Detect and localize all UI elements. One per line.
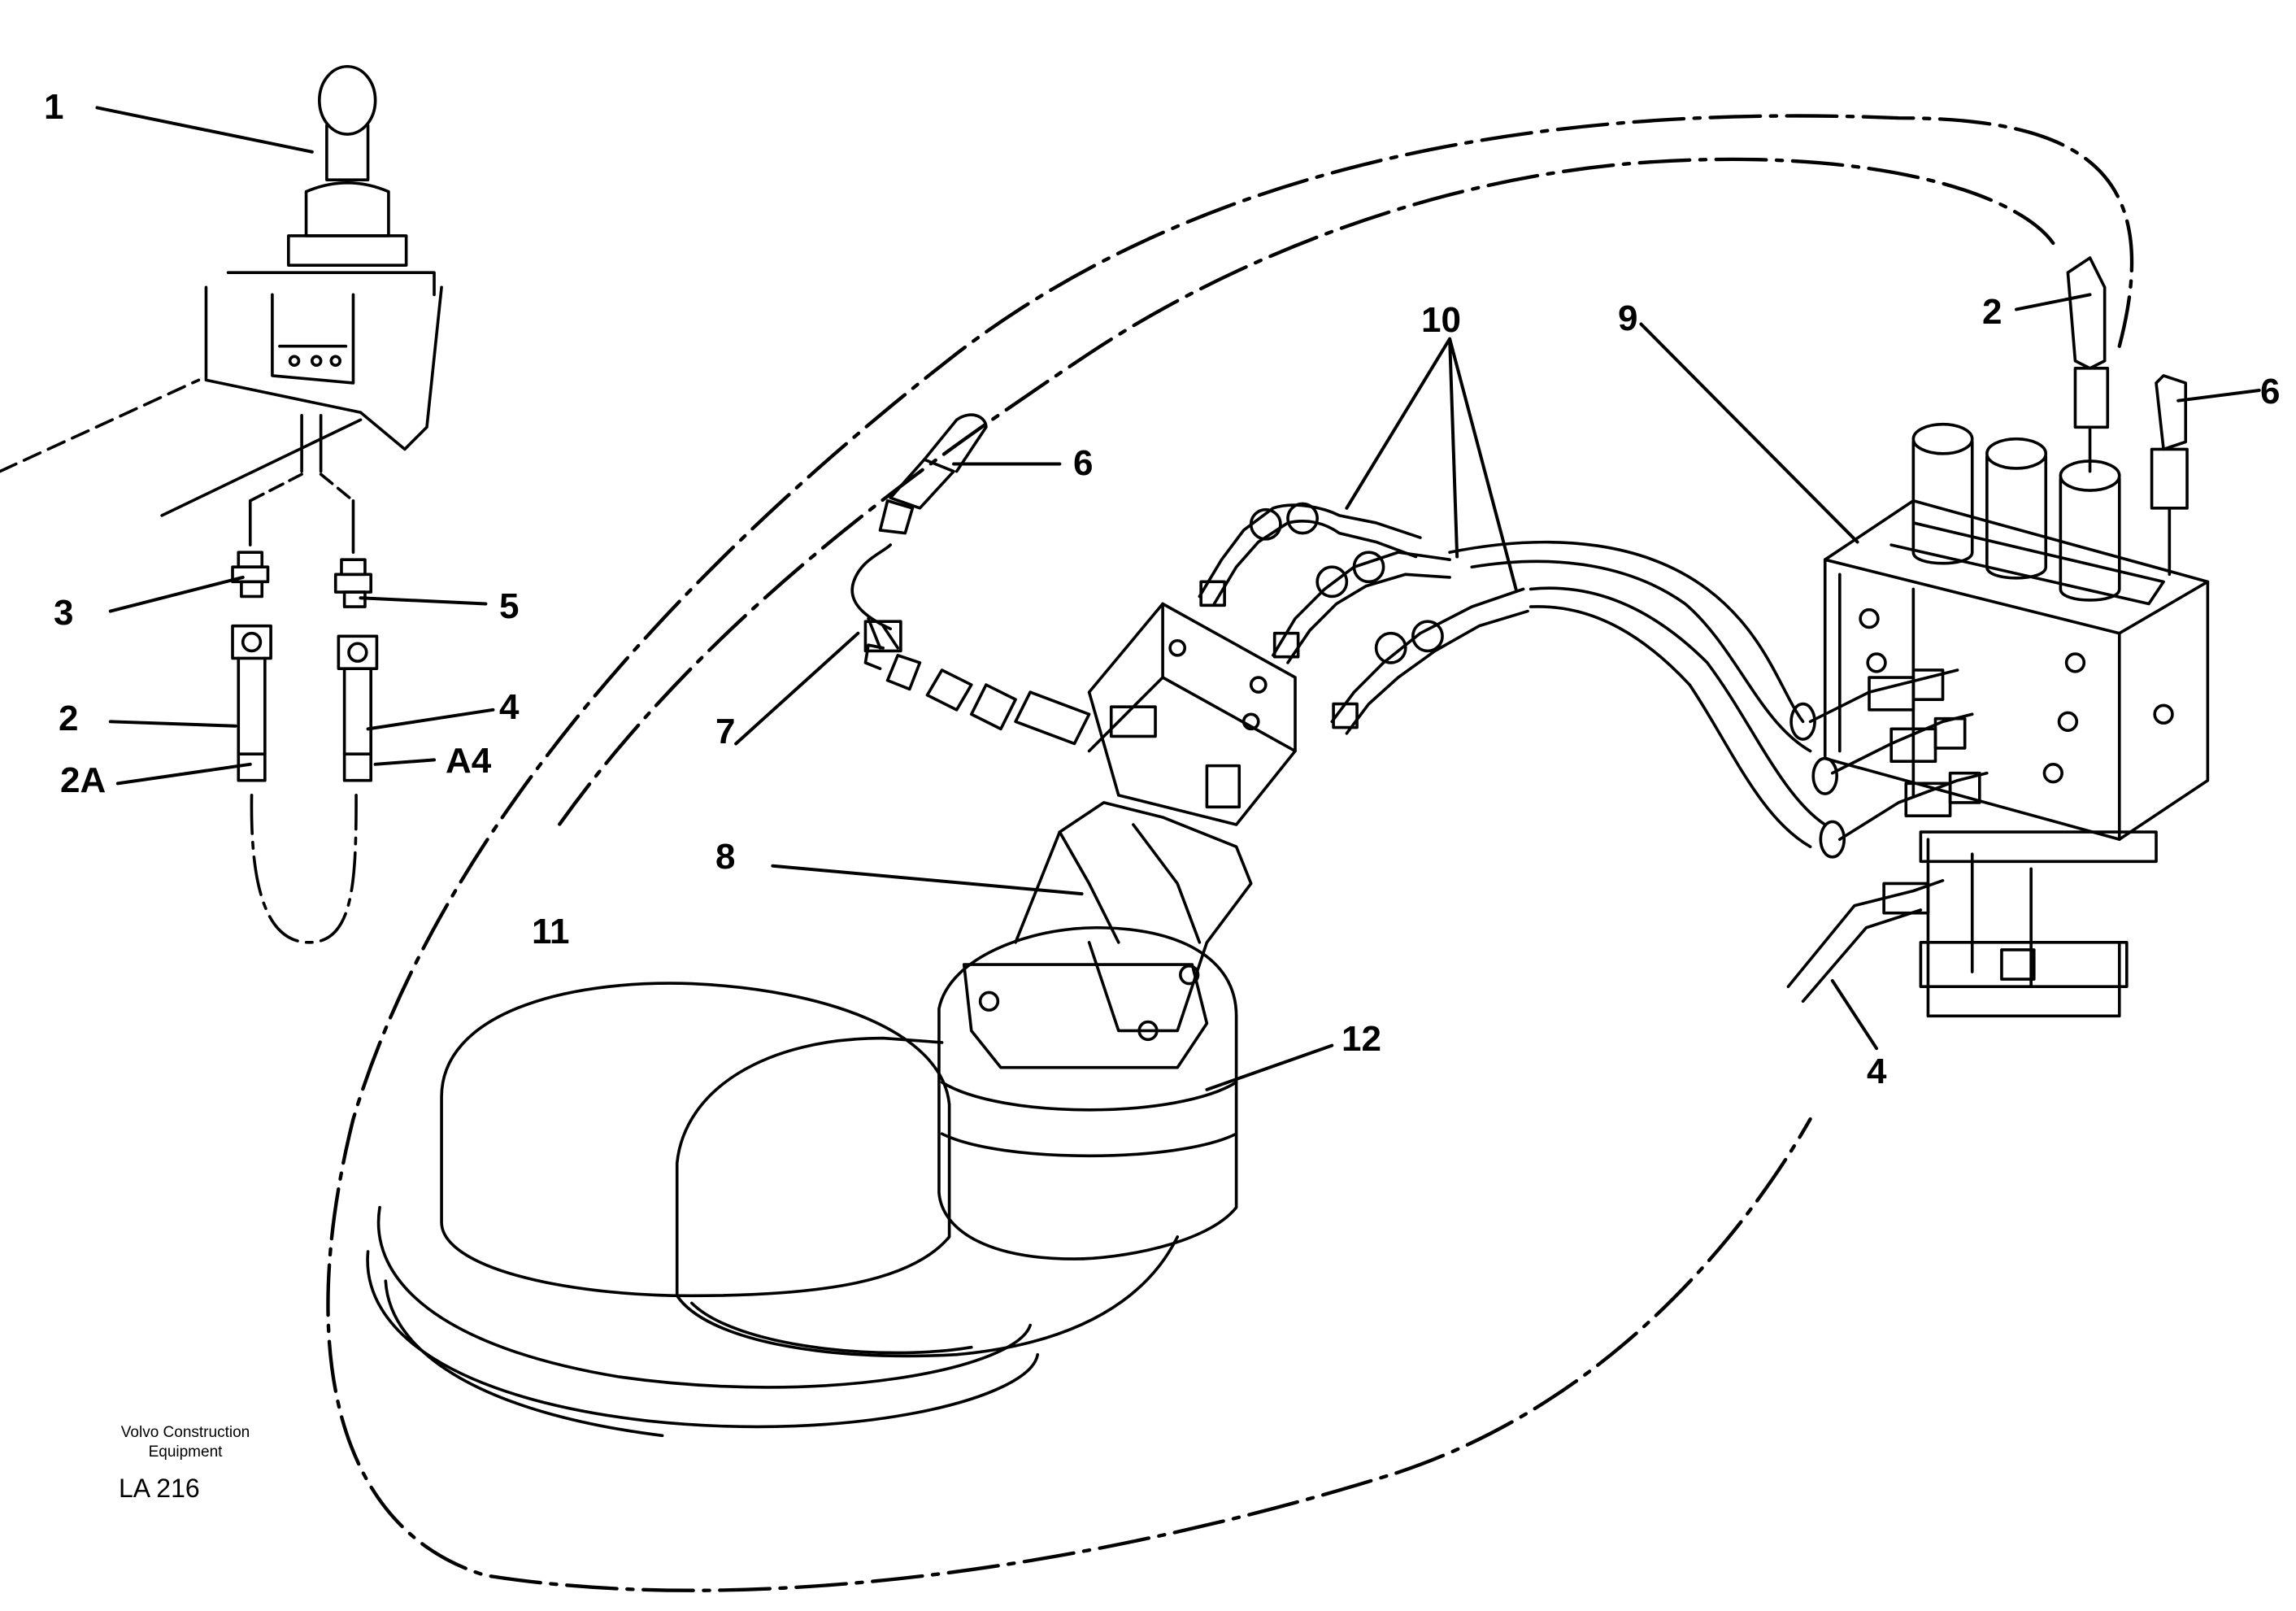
callout-2-right: 2 [1982,292,2002,332]
leader-lines [95,106,2261,1091]
callout-8: 8 [715,837,736,877]
callout-1: 1 [44,87,64,127]
callout-12: 12 [1342,1019,1381,1059]
callout-2A: 2A [60,760,107,800]
callout-7: 7 [715,712,736,751]
control-valve-block-9 [1786,256,2210,1018]
callout-11: 11 [532,912,570,951]
manufacturer-name: Volvo Construction Equipment [120,1424,250,1461]
drawing-reference: LA 216 [119,1474,200,1503]
callout-2-left: 2 [59,699,79,738]
motor-valve-block [850,413,1827,848]
control-lever-1 [0,64,443,554]
callout-10: 10 [1421,300,1461,340]
callout-6-right: 6 [2260,372,2281,411]
motor-housing-assembly [366,801,1253,1438]
boundary-dashdot-line [326,114,2134,1592]
boundary-dashdot-line-inner [557,157,2055,827]
callout-6-mid: 6 [1073,443,1094,483]
callout-5: 5 [499,586,520,626]
callout-9: 9 [1618,298,1638,338]
callout-4-right: 4 [1867,1052,1887,1091]
callout-A4: A4 [446,741,492,781]
left-hose-assembly [231,551,379,944]
callout-4-left: 4 [499,687,520,727]
manufacturer-footer: Volvo Construction Equipment LA 216 [96,1423,275,1504]
callout-3: 3 [54,593,74,633]
